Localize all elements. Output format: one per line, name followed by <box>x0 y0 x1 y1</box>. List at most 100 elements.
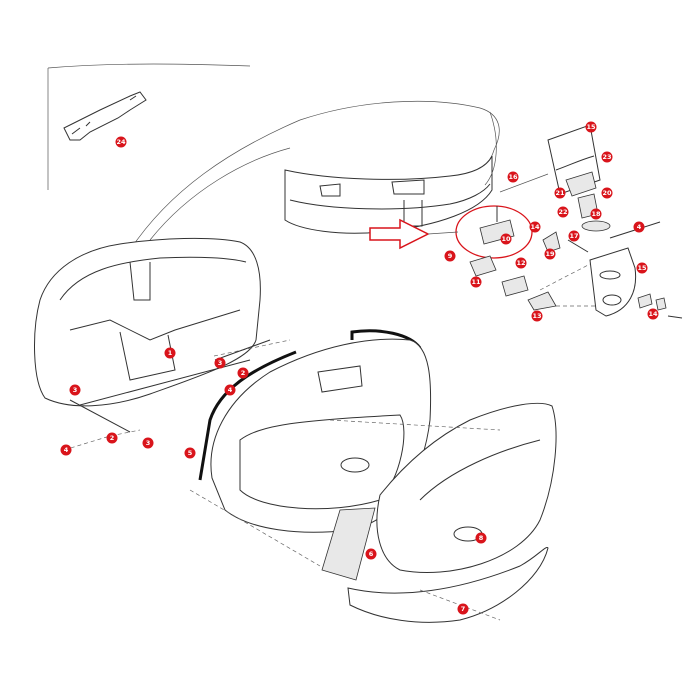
part-callout-1: 1 <box>164 347 176 359</box>
callout-marker <box>69 384 81 396</box>
callout-number: 2 <box>241 369 246 377</box>
part-callout-20: 20 <box>601 187 613 199</box>
part-callout-3: 3 <box>142 437 154 449</box>
part-callout-14: 14 <box>647 308 659 320</box>
callout-marker <box>590 208 602 220</box>
part-callout-12: 12 <box>515 257 527 269</box>
part-callout-2: 2 <box>106 432 118 444</box>
callout-marker <box>470 276 482 288</box>
callout-marker <box>515 257 527 269</box>
callout-number: 4 <box>228 386 233 394</box>
callout-number: 15 <box>586 123 596 131</box>
callout-number: 11 <box>471 278 481 286</box>
part-callout-15: 15 <box>636 262 648 274</box>
callout-marker <box>224 384 236 396</box>
callout-number: 10 <box>501 235 511 243</box>
part-callout-4: 4 <box>224 384 236 396</box>
part-callout-8: 8 <box>475 532 487 544</box>
callout-marker <box>60 444 72 456</box>
latch-assembly <box>469 124 683 319</box>
callout-number: 22 <box>558 208 567 216</box>
callout-marker <box>568 230 580 242</box>
callout-number: 4 <box>64 446 69 454</box>
callout-number: 19 <box>545 250 555 258</box>
callout-marker <box>237 367 249 379</box>
callout-marker <box>601 151 613 163</box>
part-callout-4: 4 <box>60 444 72 456</box>
part-callout-3: 3 <box>214 357 226 369</box>
part-callout-15: 15 <box>585 121 597 133</box>
callout-number: 14 <box>648 310 658 318</box>
callout-number: 23 <box>602 153 611 161</box>
arrow-indicator <box>369 218 430 250</box>
callout-marker <box>601 187 613 199</box>
part-callout-17: 17 <box>568 230 580 242</box>
part-callout-19: 19 <box>544 248 556 260</box>
callout-marker <box>500 233 512 245</box>
callout-marker <box>633 221 645 233</box>
callout-marker <box>557 206 569 218</box>
callout-marker <box>115 136 127 148</box>
callout-number: 3 <box>146 439 151 447</box>
callout-number: 9 <box>448 252 453 260</box>
part-callout-23: 23 <box>601 151 613 163</box>
callout-number: 12 <box>516 259 525 267</box>
callout-number: 13 <box>532 312 541 320</box>
callout-number: 1 <box>168 349 173 357</box>
callout-marker <box>507 171 519 183</box>
callout-number: 17 <box>569 232 578 240</box>
callout-marker <box>636 262 648 274</box>
part-callout-5: 5 <box>184 447 196 459</box>
part-callout-7: 7 <box>457 603 469 615</box>
callout-number: 6 <box>369 550 374 558</box>
part-callout-18: 18 <box>590 208 602 220</box>
callout-number: 8 <box>479 534 484 542</box>
callout-marker <box>647 308 659 320</box>
callout-number: 3 <box>218 359 223 367</box>
callout-number: 18 <box>591 210 601 218</box>
callout-number: 16 <box>508 173 518 181</box>
callout-number: 15 <box>637 264 647 272</box>
callout-marker <box>544 248 556 260</box>
callout-number: 2 <box>110 434 115 442</box>
callout-marker <box>214 357 226 369</box>
callout-marker <box>554 187 566 199</box>
callout-marker <box>475 532 487 544</box>
callout-marker <box>184 447 196 459</box>
pannier-shell <box>210 338 432 533</box>
callout-number: 21 <box>555 189 565 197</box>
callout-marker <box>457 603 469 615</box>
callout-number: 5 <box>188 449 193 457</box>
callout-marker <box>164 347 176 359</box>
part-callout-21: 21 <box>554 187 566 199</box>
part-callout-16: 16 <box>507 171 519 183</box>
part-callout-22: 22 <box>557 206 569 218</box>
part-callout-9: 9 <box>444 250 456 262</box>
callout-marker <box>529 221 541 233</box>
gasket-seal <box>198 350 297 481</box>
part-callout-3: 3 <box>69 384 81 396</box>
part-callout-4: 4 <box>633 221 645 233</box>
callout-number: 7 <box>461 605 466 613</box>
part-callout-10: 10 <box>500 233 512 245</box>
callout-number: 24 <box>116 138 126 146</box>
callout-number: 14 <box>530 223 540 231</box>
callout-number: 3 <box>73 386 78 394</box>
inset-detail <box>47 63 251 190</box>
callout-marker <box>585 121 597 133</box>
callout-marker <box>531 310 543 322</box>
part-callout-11: 11 <box>470 276 482 288</box>
callout-marker <box>106 432 118 444</box>
part-callout-2: 2 <box>237 367 249 379</box>
callout-number: 20 <box>602 189 612 197</box>
callout-marker <box>444 250 456 262</box>
part-callout-24: 24 <box>115 136 127 148</box>
part-callout-14: 14 <box>529 221 541 233</box>
part-callout-13: 13 <box>531 310 543 322</box>
pannier-lid <box>321 402 557 623</box>
part-callout-6: 6 <box>365 548 377 560</box>
motorcycle-rear-outline <box>129 100 500 251</box>
callout-marker <box>365 548 377 560</box>
